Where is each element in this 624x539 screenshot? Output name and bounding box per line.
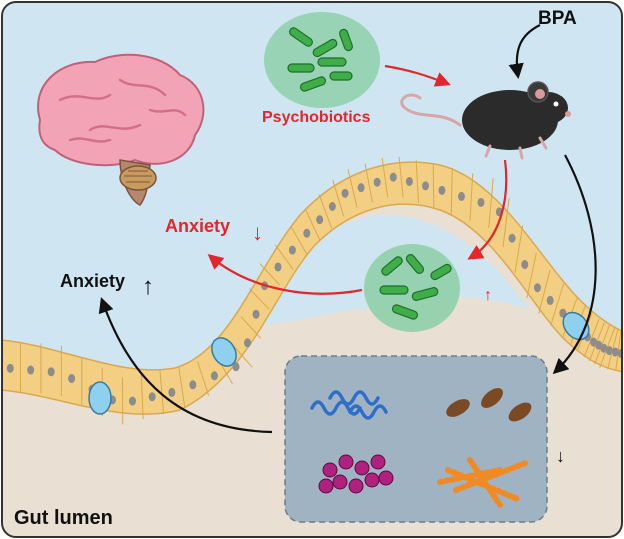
- brain-icon: [37, 53, 205, 206]
- cell-nucleus: [600, 343, 608, 353]
- arrow-mouse-to-box: [552, 154, 597, 375]
- cell-nucleus: [521, 260, 529, 270]
- psychobiotics-bubble: [264, 12, 380, 108]
- cell-divider: [305, 208, 321, 241]
- cell-nucleus: [357, 183, 365, 193]
- goblet-cell: [88, 381, 112, 415]
- cell-divider: [381, 157, 389, 198]
- microbe-icon: [310, 390, 388, 420]
- cell-nucleus: [128, 396, 136, 406]
- psychobiotics-label: Psychobiotics: [262, 109, 371, 126]
- bacteria-bubble-inner: [364, 244, 460, 332]
- cell-divider: [140, 374, 144, 420]
- cell-nucleus: [244, 338, 252, 348]
- arrow-box-to-anxiety: [98, 297, 273, 434]
- cell-divider: [178, 366, 186, 408]
- cell-divider: [240, 316, 262, 339]
- arrows: [98, 24, 597, 434]
- epithelium: [2, 156, 622, 425]
- bacteria-increase-arrow: ↑: [484, 287, 492, 304]
- cell-divider: [259, 263, 280, 286]
- cell-nucleus: [546, 295, 554, 305]
- cell-divider: [275, 244, 294, 270]
- cell-nucleus: [274, 262, 282, 272]
- microbe-icon: [318, 454, 394, 494]
- cell-divider: [550, 283, 565, 326]
- cell-nucleus: [252, 309, 260, 319]
- cell-nucleus: [477, 197, 485, 207]
- cell-nucleus: [27, 365, 35, 375]
- anxiety-decrease-arrow: ↓: [252, 220, 263, 245]
- cell-divider: [290, 226, 308, 255]
- cell-nucleus: [508, 233, 516, 243]
- cell-nucleus: [288, 245, 296, 255]
- cell-nucleus: [189, 380, 197, 390]
- microbe-icon: [437, 457, 531, 508]
- cell-divider: [502, 198, 510, 248]
- cell-nucleus: [47, 367, 55, 377]
- cell-divider: [347, 169, 358, 208]
- arrow-bpa-to-mouse: [508, 24, 541, 80]
- cell-divider: [526, 252, 537, 299]
- cell-nucleus: [422, 181, 430, 191]
- cell-divider: [415, 160, 420, 203]
- cell-nucleus: [6, 363, 14, 373]
- cell-divider: [231, 344, 253, 368]
- cell-divider: [450, 168, 453, 215]
- cell-nucleus: [611, 347, 619, 357]
- cell-divider: [488, 178, 494, 228]
- arrow-mouse-to-bubble: [467, 159, 508, 260]
- cell-divider: [318, 194, 333, 229]
- cell-divider: [469, 173, 474, 221]
- cell-divider: [538, 269, 551, 314]
- gut-lumen-label: Gut lumen: [14, 507, 113, 529]
- cell-nucleus: [605, 346, 613, 356]
- bpa-label: BPA: [538, 8, 577, 29]
- anxiety-decrease-label: Anxiety: [165, 216, 230, 236]
- cell-divider: [159, 370, 165, 415]
- cell-divider: [432, 163, 435, 208]
- arrow-bubble-to-anxiety: [207, 254, 363, 295]
- cell-divider: [583, 318, 600, 358]
- cell-nucleus: [457, 191, 465, 201]
- cell-nucleus: [303, 228, 311, 238]
- cell-nucleus: [341, 188, 349, 198]
- cell-nucleus: [168, 387, 176, 397]
- anxiety-increase-label: Anxiety: [60, 271, 125, 291]
- anxiety-increase-arrow: ↑: [142, 273, 154, 300]
- cell-nucleus: [389, 172, 397, 182]
- cell-divider: [364, 163, 373, 203]
- cell-divider: [398, 156, 404, 198]
- cell-nucleus: [148, 392, 156, 402]
- cell-nucleus: [373, 177, 381, 187]
- cell-divider: [248, 288, 270, 310]
- arrow-psychobiotics-to-mouse: [384, 64, 451, 87]
- cell-nucleus: [533, 283, 541, 293]
- cell-nucleus: [316, 215, 324, 225]
- cell-nucleus: [438, 185, 446, 195]
- bacteria-icon: [287, 27, 353, 92]
- cell-nucleus: [232, 362, 240, 372]
- cell-nucleus: [68, 374, 76, 384]
- microbiota-decrease-arrow: ↓: [556, 446, 565, 466]
- microbiota-box: [284, 355, 548, 523]
- cell-nucleus: [405, 176, 413, 186]
- cell-nucleus: [210, 371, 218, 381]
- goblet-cell: [211, 337, 237, 367]
- epithelium-band: [2, 161, 622, 415]
- mouse-icon: [400, 81, 571, 160]
- cell-divider: [197, 361, 210, 396]
- cell-divider: [332, 179, 345, 217]
- microbe-icon: [446, 388, 532, 422]
- bacteria-icon: [379, 254, 452, 320]
- cell-nucleus: [328, 201, 336, 211]
- cell-divider: [514, 225, 524, 273]
